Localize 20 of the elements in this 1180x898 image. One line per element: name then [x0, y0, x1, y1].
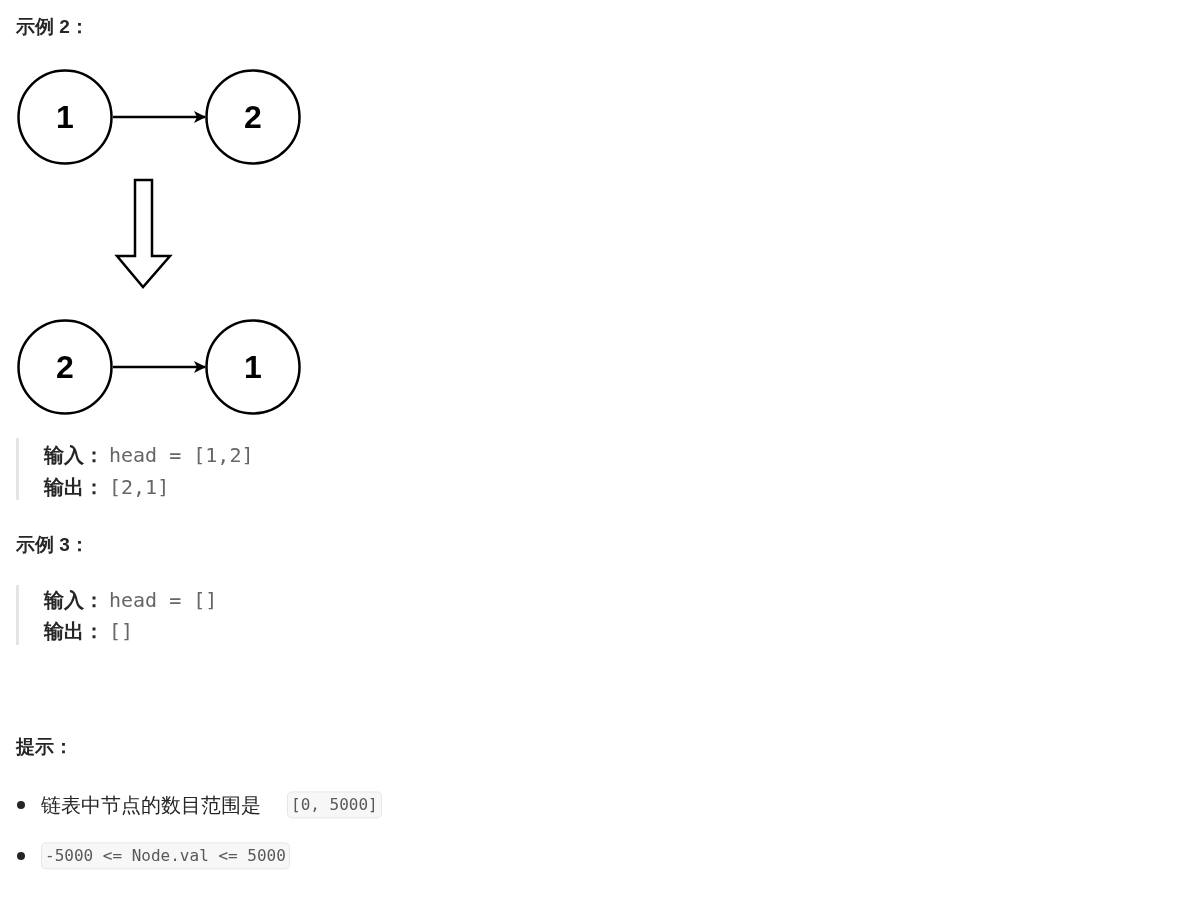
list-node-circle: 1 [17, 69, 113, 165]
code-text: head = [1,2] [109, 443, 254, 467]
field-label: 输入： [44, 443, 104, 467]
field-label: 输入： [44, 588, 104, 612]
code-text: [2,1] [109, 475, 170, 499]
section-heading: 示例 2： [16, 15, 89, 39]
section-heading: 提示： [16, 735, 73, 759]
inline-code: -5000 <= Node.val <= 5000 [41, 842, 290, 870]
field-label: 输出： [44, 619, 104, 643]
code-text: head = [] [109, 588, 218, 612]
list-node-circle: 1 [205, 319, 301, 415]
section-heading: 示例 3： [16, 533, 89, 557]
list-node-circle: 2 [205, 69, 301, 165]
list-node-circle: 2 [17, 319, 113, 415]
inline-code: [0, 5000] [287, 791, 382, 819]
arrow [113, 111, 206, 123]
code-text: [] [109, 619, 134, 643]
arrow [113, 361, 206, 373]
list-text: 链表中节点的数目范围是 [41, 793, 261, 817]
field-label: 输出： [44, 475, 104, 499]
